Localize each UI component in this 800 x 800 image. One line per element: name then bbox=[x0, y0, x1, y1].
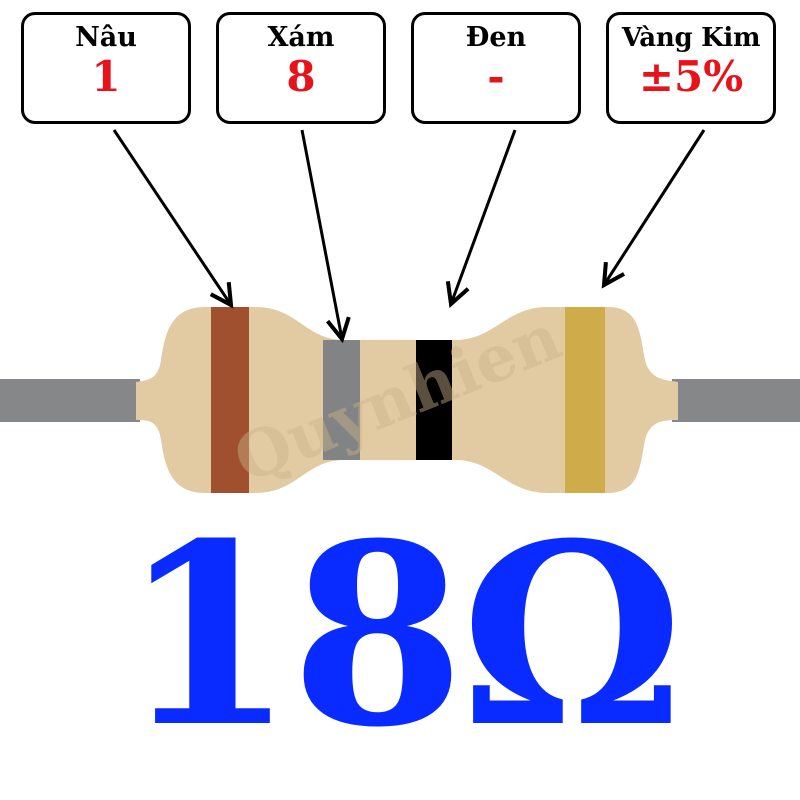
band-value: ±5% bbox=[638, 52, 744, 101]
band-label-4: Vàng Kim ±5% bbox=[606, 12, 776, 124]
arrow-band-4 bbox=[604, 129, 706, 285]
band-color-name: Xám bbox=[267, 22, 335, 53]
arrow-band-3 bbox=[451, 129, 517, 304]
band-value: 8 bbox=[286, 52, 316, 101]
band-color-name: Vàng Kim bbox=[621, 23, 761, 53]
arrow-band-1 bbox=[112, 129, 231, 305]
band-label-1: Nâu 1 bbox=[21, 12, 191, 124]
band-black bbox=[416, 340, 452, 460]
band-label-2: Xám 8 bbox=[216, 12, 386, 124]
band-gold bbox=[565, 307, 605, 493]
band-color-name: Đen bbox=[465, 22, 527, 53]
arrow-band-2 bbox=[300, 129, 342, 339]
band-brown bbox=[211, 307, 249, 493]
resistor-lead-right bbox=[672, 379, 800, 422]
resistance-value: 18Ω bbox=[120, 488, 683, 782]
band-gray bbox=[323, 340, 360, 460]
resistor-body bbox=[136, 307, 678, 493]
resistor-lead-left bbox=[0, 379, 140, 422]
band-color-name: Nâu bbox=[75, 22, 137, 53]
band-value: 1 bbox=[91, 52, 121, 101]
band-value: - bbox=[487, 52, 505, 101]
band-label-3: Đen - bbox=[411, 12, 581, 124]
